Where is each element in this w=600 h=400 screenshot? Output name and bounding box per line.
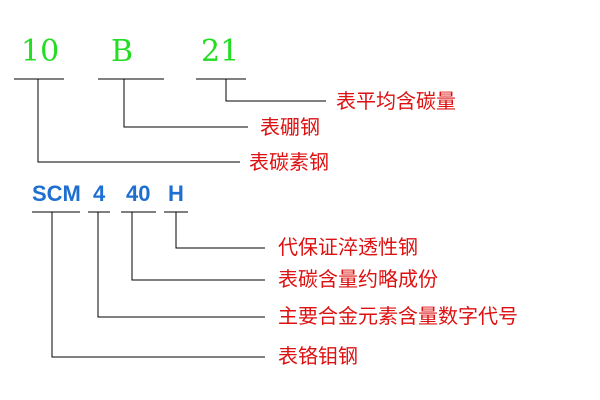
code-40: 40	[126, 181, 151, 206]
label-cr-mo-steel: 表铬钼钢	[278, 344, 358, 368]
connector-scm	[51, 212, 265, 358]
connector-40	[131, 212, 265, 281]
label-boron-steel: 表硼钢	[260, 115, 320, 139]
label-carbon-content: 表碳含量约略成份	[278, 267, 438, 291]
label-carbon-steel: 表碳素钢	[249, 150, 329, 174]
connector-h	[175, 212, 265, 249]
code-scm: SCM	[32, 181, 81, 206]
label-alloy-code: 主要合金元素含量数字代号	[278, 304, 518, 328]
connector-b	[123, 79, 248, 128]
label-hardenability: 代保证淬透性钢	[278, 235, 418, 259]
code-10: 10	[21, 34, 60, 69]
connector-4	[97, 212, 265, 318]
code-b: B	[111, 34, 134, 69]
connector-21	[225, 79, 326, 102]
code-h: H	[168, 181, 184, 206]
connector-10	[37, 79, 240, 163]
label-avg-carbon: 表平均含碳量	[336, 89, 456, 113]
code-21: 21	[201, 34, 240, 69]
code-4: 4	[93, 181, 106, 206]
